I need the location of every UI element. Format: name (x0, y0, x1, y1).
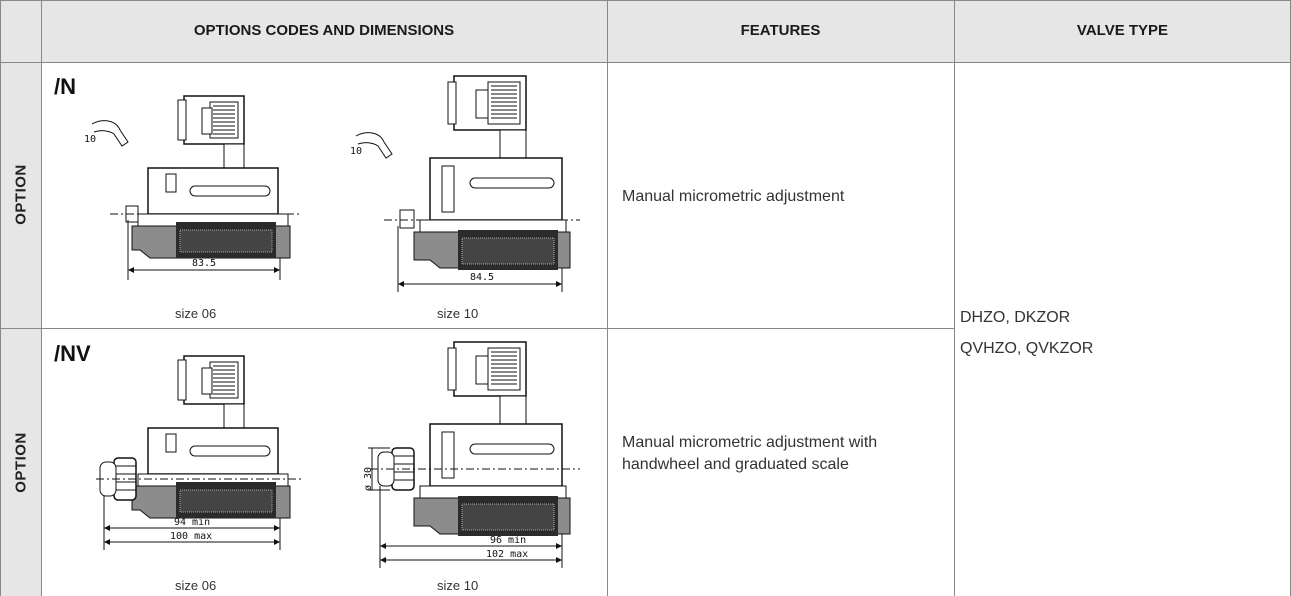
grid-line (0, 328, 954, 329)
row1-side-label: OPTION (12, 164, 30, 225)
grid-line (0, 0, 1291, 1)
valve-type-line2: QVHZO, QVKZOR (960, 340, 1094, 357)
max-dimension-label: 102 max (486, 549, 528, 560)
grid-line (954, 0, 955, 596)
valve-drawing-n-size06: 10 83.5 (84, 95, 302, 280)
row2-feature-text: Manual micrometric adjustment with handw… (622, 434, 878, 473)
valve-drawing-nv-size10: ø 30 96 min 102 max (363, 341, 580, 568)
row2-option-code: /NV (54, 341, 91, 366)
row1-feature-text: Manual micrometric adjustment (622, 188, 845, 205)
max-dimension-label: 100 max (170, 531, 212, 542)
row2-left-caption: size 06 (175, 578, 217, 593)
wrench-size-label: 10 (84, 134, 96, 145)
header-corner-cell (0, 0, 41, 62)
row1-right-caption: size 10 (437, 306, 479, 321)
valve-drawing-nv-size06: 94 min 100 max (96, 355, 302, 550)
row1-option-code: /N (54, 74, 76, 99)
grid-line (607, 0, 608, 596)
row2-right-caption: size 10 (437, 578, 479, 593)
row1-side-cell (0, 62, 41, 328)
length-dimension-label: 84.5 (470, 272, 494, 283)
diameter-dimension-label: ø 30 (363, 467, 374, 491)
grid-line (41, 0, 42, 596)
grid-line (0, 0, 1, 596)
grid-line (0, 62, 1291, 63)
valve-drawing-n-size10: 10 84.5 (350, 75, 580, 292)
valve-type-line1: DHZO, DKZOR (960, 309, 1071, 326)
min-dimension-label: 96 min (490, 535, 526, 546)
row2-side-cell (0, 328, 41, 596)
length-dimension-label: 83.5 (192, 258, 216, 269)
min-dimension-label: 94 min (174, 517, 210, 528)
header-options-codes: OPTIONS CODES AND DIMENSIONS (41, 0, 607, 62)
row2-side-label: OPTION (12, 432, 30, 493)
header-valve-type: VALVE TYPE (954, 0, 1291, 62)
row1-left-caption: size 06 (175, 306, 217, 321)
wrench-size-label: 10 (350, 146, 362, 157)
header-features: FEATURES (607, 0, 954, 62)
